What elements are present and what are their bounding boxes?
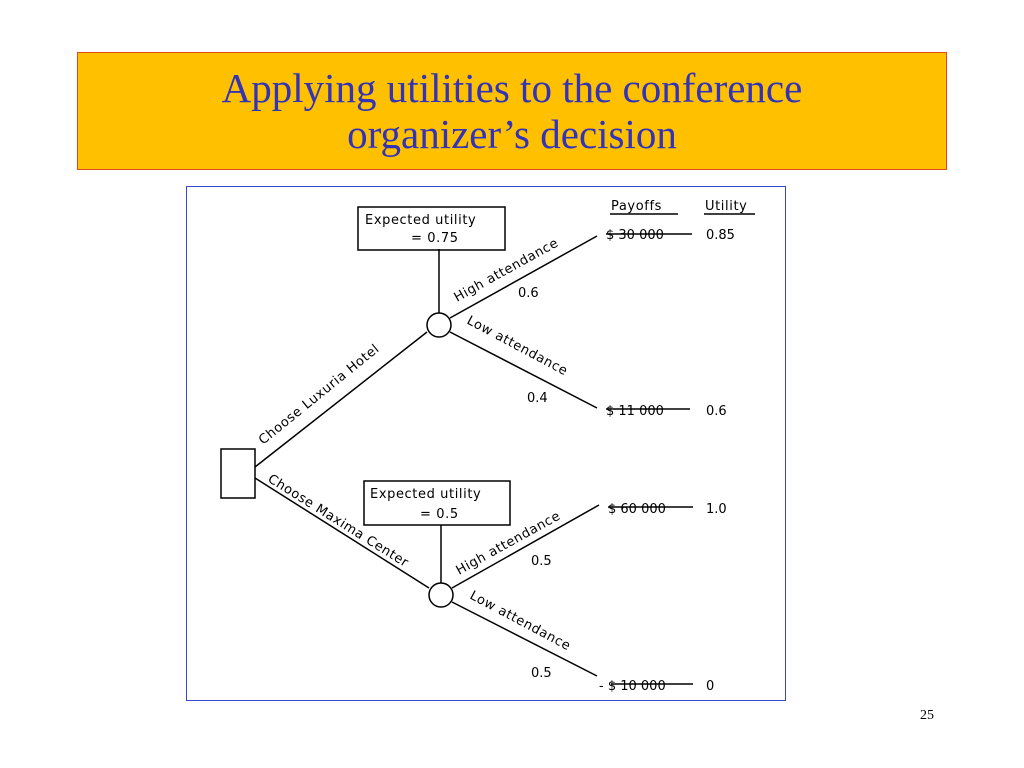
decision-node — [220, 448, 256, 499]
luxuria-chance-node — [426, 312, 452, 338]
luxuria-high-prob: 0.6 — [518, 286, 539, 301]
maxima-high-branch — [451, 504, 600, 589]
maxima-low-branch — [451, 601, 598, 677]
maxima-low-utility: 0 — [706, 679, 714, 694]
maxima-expected-label: Expected utility — [370, 487, 481, 502]
maxima-chance-node — [428, 582, 454, 608]
slide-title-line-2: organizer’s decision — [347, 111, 677, 157]
luxuria-expected-box — [357, 206, 506, 251]
utility-header: Utility — [705, 199, 747, 214]
luxuria-high-branch — [449, 235, 598, 319]
luxuria-branch — [254, 331, 428, 468]
decision-tree-figure: Payoffs Utility Expected utility = 0.75 … — [186, 186, 786, 701]
decision-tree-svg: Payoffs Utility Expected utility = 0.75 … — [220, 199, 755, 694]
payoffs-header: Payoffs — [611, 199, 662, 214]
maxima-low-payoff: - $ 10 000 — [599, 679, 666, 694]
maxima-high-prob: 0.5 — [531, 554, 552, 569]
luxuria-high-utility: 0.85 — [706, 228, 735, 243]
page-number: 25 — [920, 708, 934, 723]
slide-title-line-1: Applying utilities to the conference — [221, 65, 803, 111]
luxuria-low-prob: 0.4 — [527, 391, 548, 406]
luxuria-expected-label: Expected utility — [365, 213, 476, 228]
luxuria-low-payoff: $ 11 000 — [606, 404, 664, 419]
maxima-low-prob: 0.5 — [531, 666, 552, 681]
luxuria-expected-value: = 0.75 — [411, 231, 459, 246]
luxuria-low-branch — [449, 331, 598, 409]
maxima-expected-box — [363, 480, 511, 526]
maxima-expected-value: = 0.5 — [420, 507, 459, 522]
luxuria-low-utility: 0.6 — [706, 404, 727, 419]
maxima-branch — [254, 477, 430, 589]
luxuria-decision-label: Choose Luxuria Hotel — [256, 342, 383, 449]
maxima-high-payoff: $ 60 000 — [608, 502, 666, 517]
maxima-high-utility: 1.0 — [706, 502, 727, 517]
title-banner: Applying utilities to the conference org… — [77, 52, 947, 170]
luxuria-high-label: High attendance — [452, 236, 562, 306]
maxima-low-label: Low attendance — [467, 588, 573, 654]
luxuria-low-label: Low attendance — [464, 313, 570, 379]
luxuria-high-payoff: $ 30 000 — [606, 228, 664, 243]
